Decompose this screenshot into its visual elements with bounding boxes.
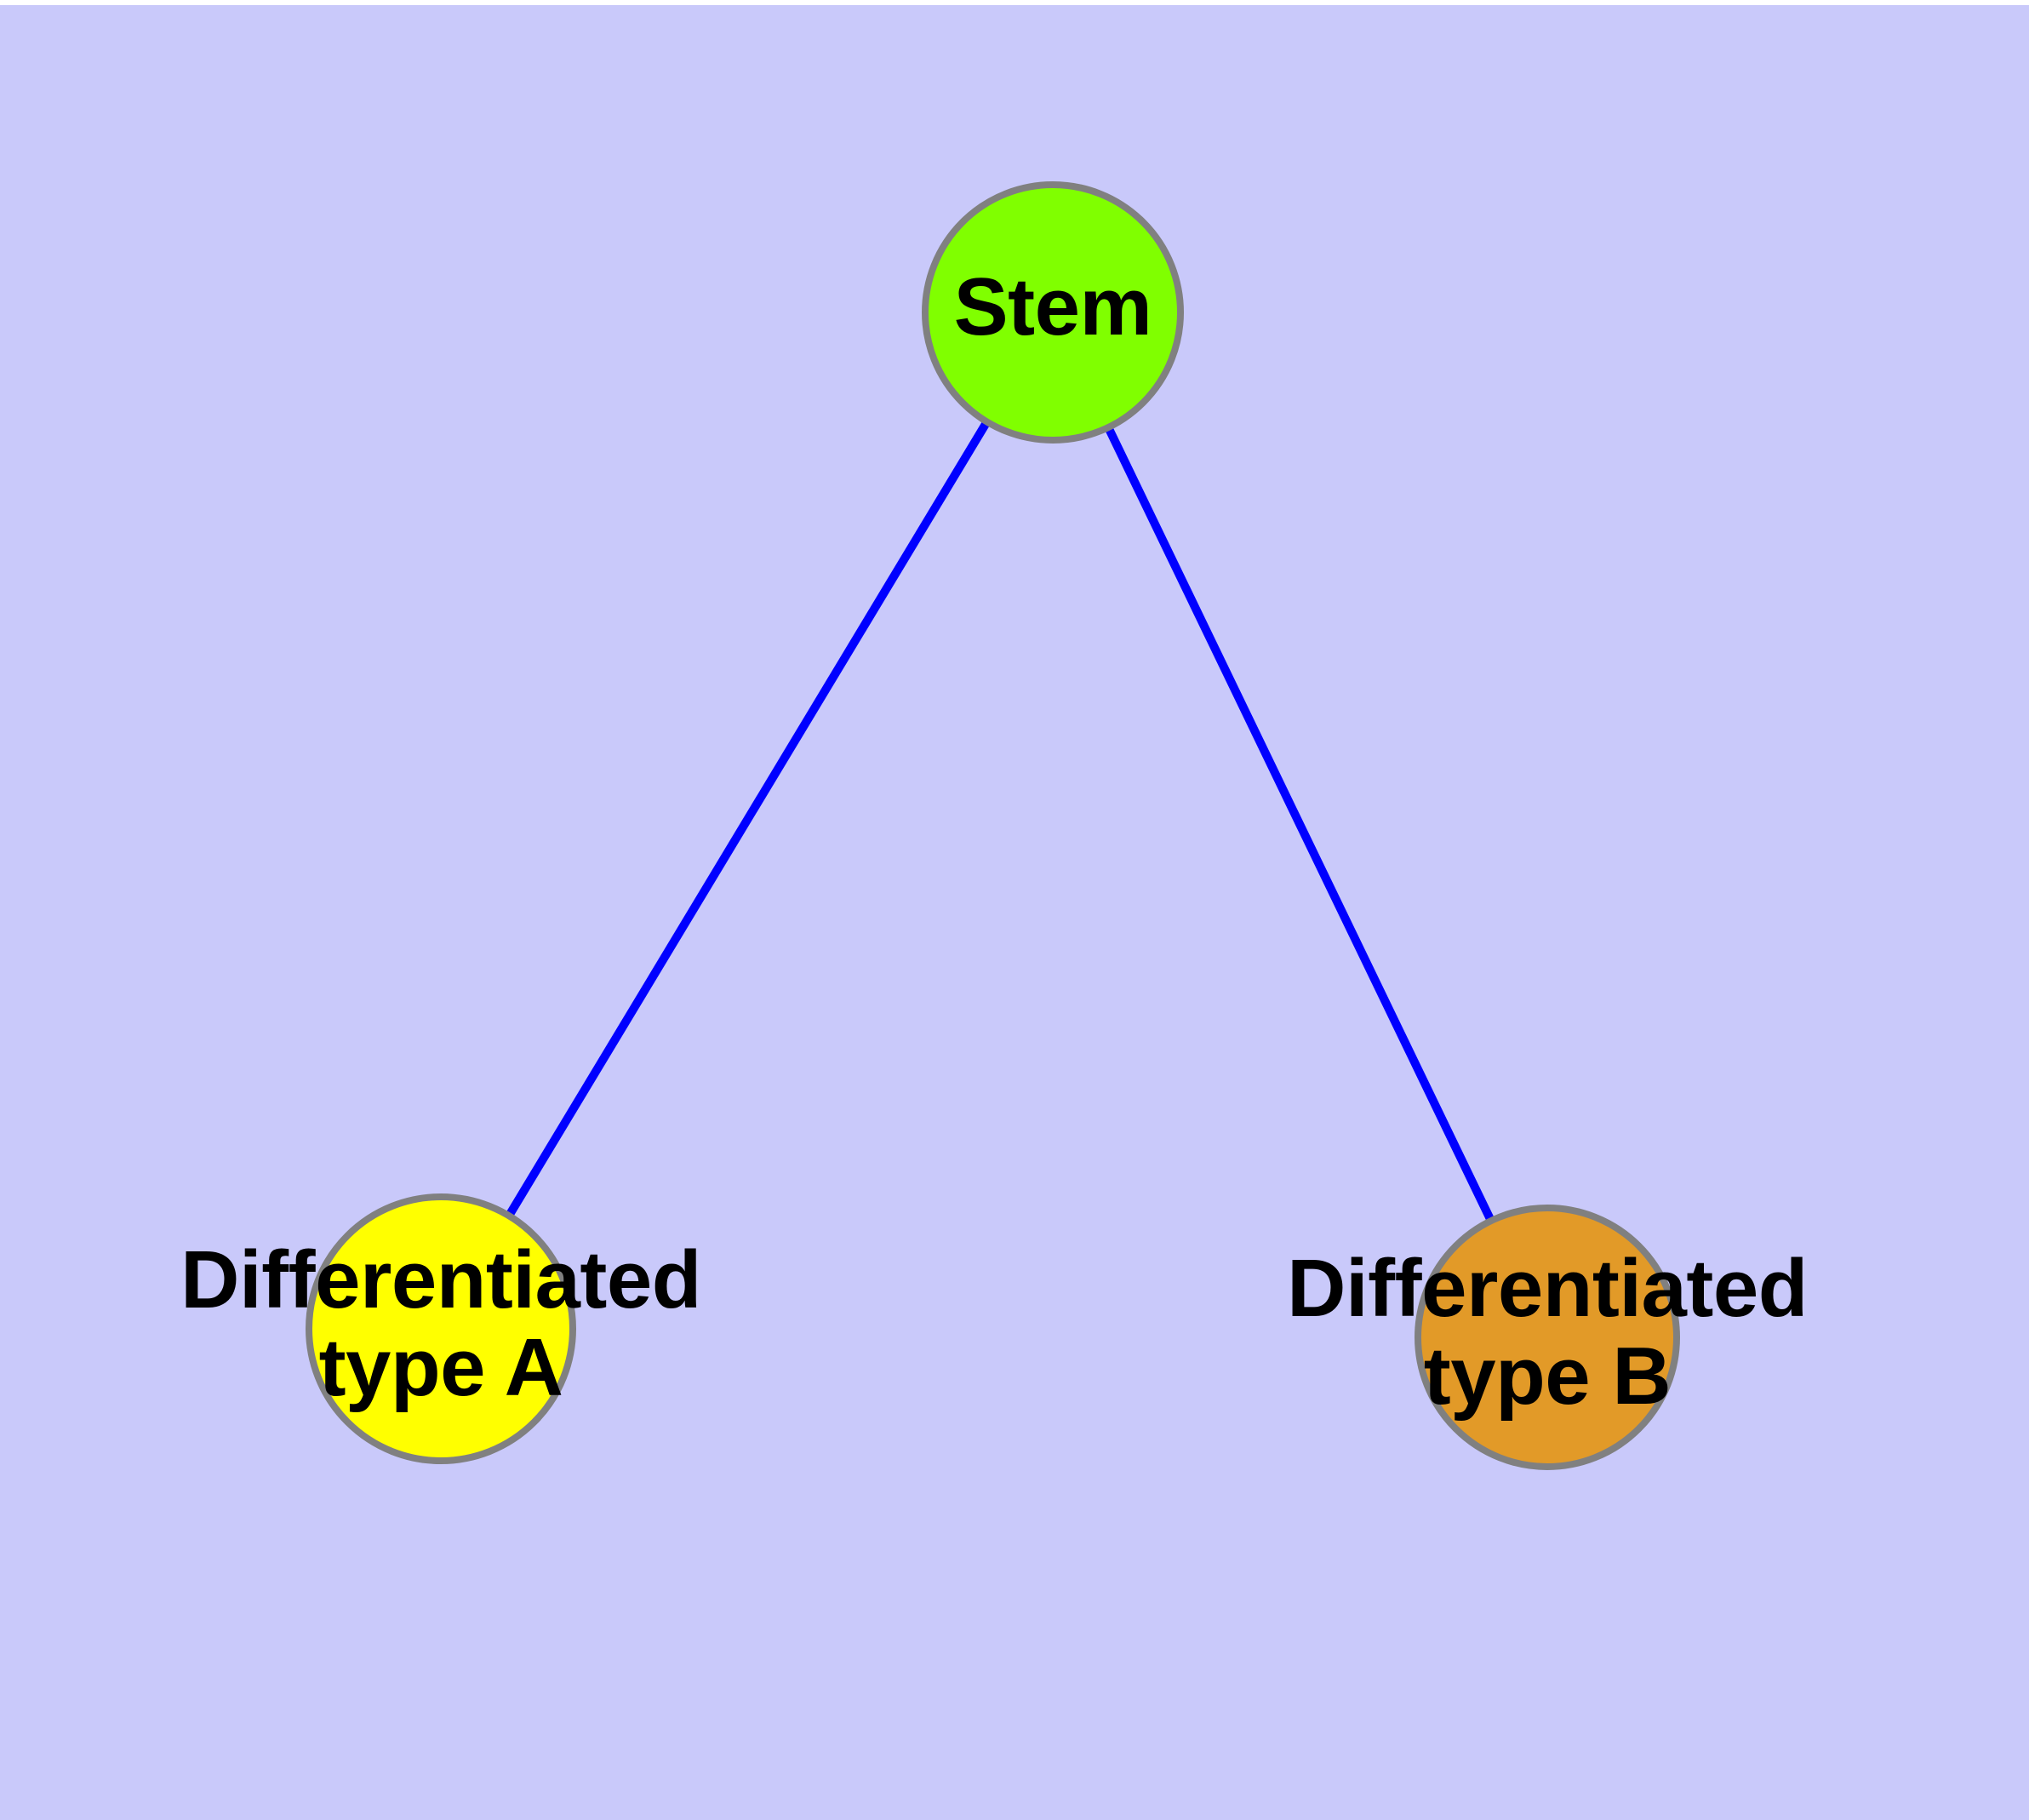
graph-node-diff_a[interactable] <box>306 1193 576 1464</box>
graph-edge[interactable] <box>437 310 1057 1331</box>
edges-layer <box>437 310 1552 1340</box>
graph-node-stem[interactable] <box>922 181 1184 444</box>
nodes-layer <box>306 181 1680 1470</box>
graph-node-diff_b[interactable] <box>1415 1205 1680 1470</box>
graph-edge[interactable] <box>1049 310 1552 1340</box>
graph-svg <box>306 181 1680 1470</box>
